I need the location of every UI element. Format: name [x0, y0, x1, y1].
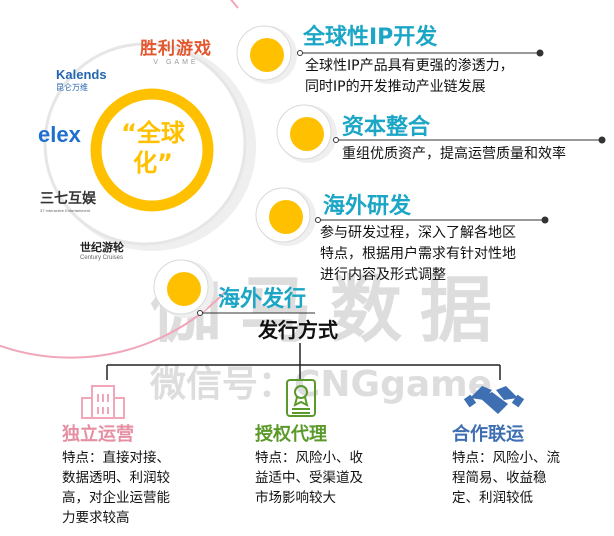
mode-desc-joint: 特点：风险小、流 程简易、收益稳 定、利润较低	[452, 448, 560, 508]
center-label-line1: “全球	[121, 119, 185, 147]
section-desc-capital: 重组优质资产，提高运营质量和效率	[342, 144, 566, 165]
handshake-icon	[463, 386, 525, 414]
node-dots	[153, 25, 337, 318]
mode-title-independent: 独立运营	[62, 424, 134, 445]
logo-shengli-text: 胜利游戏	[140, 39, 212, 58]
logo-kalends-sub: 昆仑万维	[56, 83, 88, 92]
section-desc-rd-line3: 进行内容及形式调整	[320, 267, 446, 283]
section-desc-ip-line1: 全球性IP产品具有更强的渗透力，	[305, 58, 514, 74]
section-desc-rd: 参与研发过程，深入了解各地区 特点，根据用户需求有针对性地 进行内容及形式调整	[320, 223, 516, 286]
logo-kalends: Kalends 昆仑万维	[56, 67, 107, 93]
mode-desc-joint-line2: 程简易、收益稳	[452, 470, 547, 486]
mode-desc-independent-line1: 特点：直接对接、	[62, 450, 170, 466]
section-desc-ip: 全球性IP产品具有更强的渗透力， 同时IP的开发推动产业链发展	[305, 56, 514, 98]
section-title-capital: 资本整合	[342, 115, 431, 140]
logo-shengli: 胜利游戏 V GAME	[140, 34, 212, 66]
release-method-label: 发行方式	[258, 318, 338, 342]
logo-shiji-text: 世纪游轮	[80, 242, 124, 254]
logo-shiji-sub: Century Cruises	[80, 255, 124, 261]
mode-desc-independent-line4: 力要求较高	[62, 510, 130, 526]
section-title-rd: 海外研发	[323, 194, 412, 219]
section-desc-rd-line2: 特点，根据用户需求有针对性地	[320, 246, 516, 262]
mode-desc-independent-line2: 数据透明、利润较	[62, 470, 170, 486]
section-desc-rd-line1: 参与研发过程，深入了解各地区	[320, 225, 516, 241]
logo-shengli-sub: V GAME	[153, 59, 199, 66]
logo-sanqi-text: 三七互娱	[40, 190, 96, 206]
center-label: “全球 化”	[104, 118, 202, 178]
center-label-line2: 化”	[133, 149, 173, 177]
mode-desc-license: 特点：风险小、收 益适中、受渠道及 市场影响较大	[255, 448, 363, 508]
section-title-release: 海外发行	[218, 287, 307, 312]
section-desc-ip-line2: 同时IP的开发推动产业链发展	[305, 79, 486, 95]
mode-desc-independent-line3: 高，对企业运营能	[62, 490, 170, 506]
logo-kalends-text: Kalends	[56, 67, 107, 82]
mode-desc-license-line2: 益适中、受渠道及	[255, 470, 363, 486]
section-title-ip: 全球性IP开发	[303, 25, 438, 50]
logo-elex: elex	[38, 122, 81, 147]
building-icon	[81, 385, 125, 419]
mode-desc-independent: 特点：直接对接、 数据透明、利润较 高，对企业运营能 力要求较高	[62, 448, 170, 528]
mode-desc-joint-line1: 特点：风险小、流	[452, 450, 560, 466]
mode-title-joint: 合作联运	[452, 424, 524, 445]
logo-sanqi-sub: 37 Interactive Entertainment	[40, 208, 91, 213]
section-desc-capital-line1: 重组优质资产，提高运营质量和效率	[342, 146, 566, 162]
mode-desc-license-line1: 特点：风险小、收	[255, 450, 363, 466]
mode-desc-joint-line3: 定、利润较低	[452, 490, 533, 506]
logo-shiji: 世纪游轮 Century Cruises	[80, 239, 124, 261]
logo-sanqi: 三七互娱 37 Interactive Entertainment	[40, 188, 96, 213]
mode-title-license: 授权代理	[255, 424, 327, 445]
certificate-icon	[286, 379, 316, 417]
mode-desc-license-line3: 市场影响较大	[255, 490, 336, 506]
